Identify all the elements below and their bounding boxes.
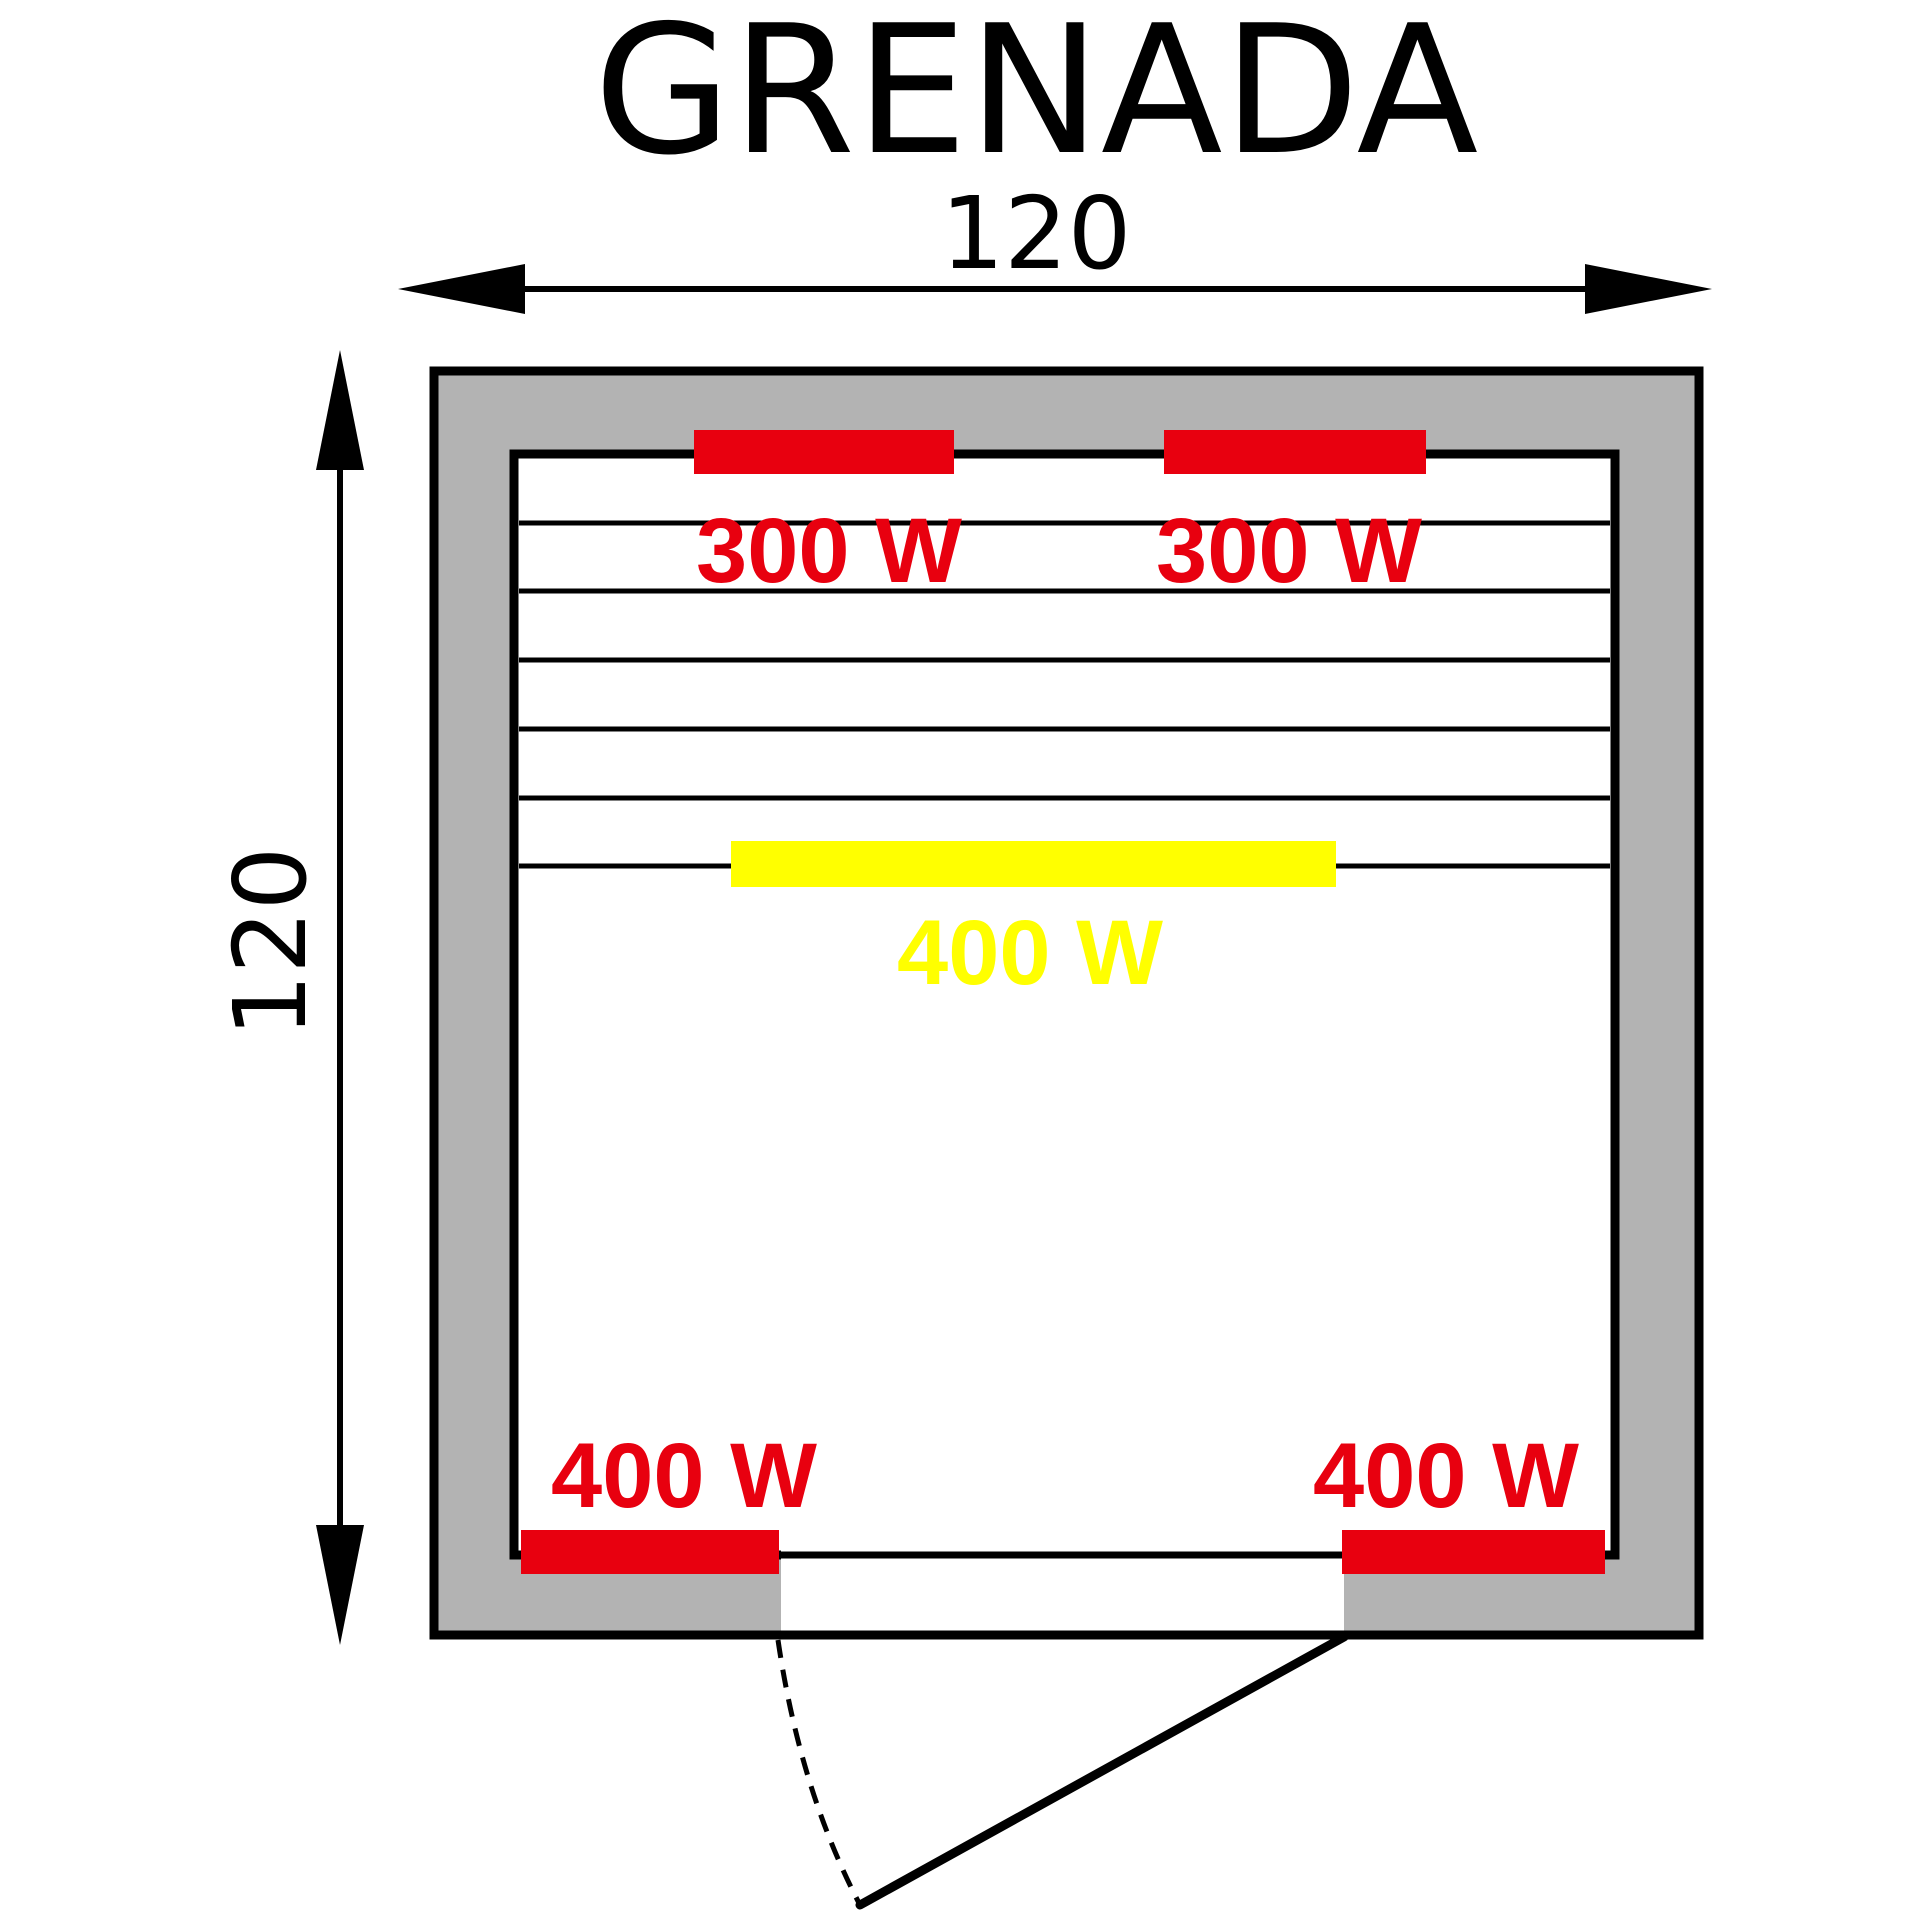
heater-front-right xyxy=(1342,1530,1605,1574)
heater-back-right-label: 300 W xyxy=(1156,500,1422,602)
door-swing-icon xyxy=(775,1632,1349,1910)
heater-back-right xyxy=(1164,430,1426,474)
heater-front-left-label: 400 W xyxy=(551,1425,817,1527)
cabin-walls xyxy=(429,366,1704,1640)
depth-double-arrow-icon xyxy=(316,350,364,1645)
diagram-title: GRENADA xyxy=(594,0,1479,194)
heater-front-left xyxy=(521,1530,779,1574)
heater-back-left-label: 300 W xyxy=(696,500,962,602)
heater-front-right-label: 400 W xyxy=(1313,1425,1579,1527)
heater-floor xyxy=(731,841,1336,887)
width-dimension-label: 120 xyxy=(941,175,1132,292)
heater-back-left xyxy=(694,430,954,474)
heater-floor-label: 400 W xyxy=(897,902,1163,1004)
width-double-arrow-icon xyxy=(398,264,1712,314)
depth-dimension-label: 120 xyxy=(212,847,329,1038)
